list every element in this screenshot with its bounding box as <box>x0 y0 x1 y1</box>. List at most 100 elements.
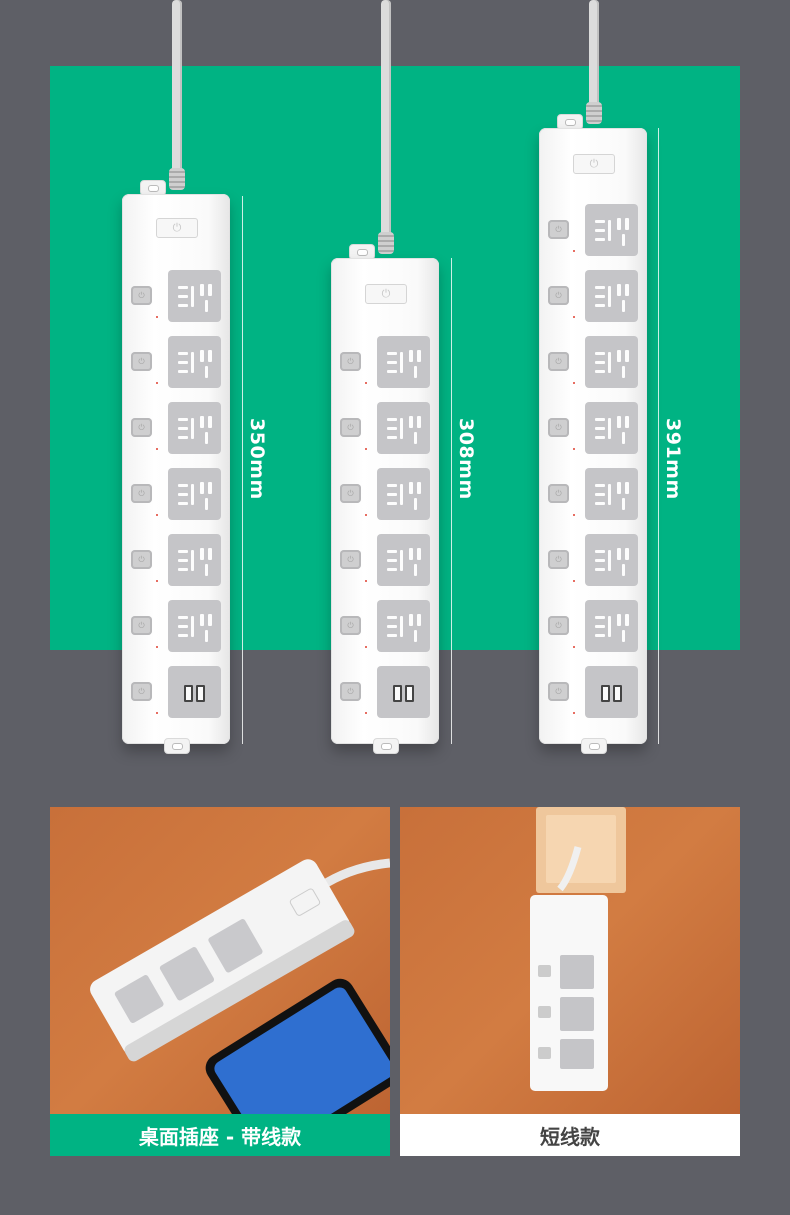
power-cord <box>589 0 599 106</box>
socket-slot <box>208 350 212 362</box>
socket-slot <box>595 568 605 571</box>
socket-slot <box>409 614 413 626</box>
ac-socket <box>168 600 221 652</box>
ac-socket <box>585 270 638 322</box>
ac-socket <box>168 336 221 388</box>
socket-slot <box>387 352 397 355</box>
cord-collar <box>378 232 394 254</box>
hanging-tab-bottom <box>164 738 190 754</box>
socket-slot <box>617 482 621 494</box>
outlet-row: ⏻ <box>539 598 647 654</box>
dimension-line <box>451 258 452 744</box>
socket-slot <box>178 493 188 496</box>
power-icon: ⏻ <box>381 287 391 300</box>
socket-slot <box>387 493 397 496</box>
outlet-row: ⏻ <box>122 532 230 588</box>
socket-slot <box>208 548 212 560</box>
socket-slot <box>178 568 188 571</box>
socket-slot <box>595 304 605 307</box>
socket-slot <box>178 427 188 430</box>
socket-slot <box>409 482 413 494</box>
indicator-led <box>156 580 158 582</box>
master-switch: ⏻ <box>365 284 407 304</box>
socket-slot <box>417 548 421 560</box>
socket-slot <box>622 366 625 378</box>
indicator-led <box>573 712 575 714</box>
power-icon: ⏻ <box>340 484 361 503</box>
ac-socket <box>585 468 638 520</box>
socket-slot <box>595 286 605 289</box>
power-icon: ⏻ <box>548 220 569 239</box>
wall-strip-illustration <box>530 807 626 1091</box>
socket-slot <box>622 432 625 444</box>
master-switch: ⏻ <box>156 218 198 238</box>
socket-slot <box>178 550 188 553</box>
socket-slot <box>622 234 625 246</box>
socket-slot <box>595 238 605 241</box>
indicator-led <box>573 382 575 384</box>
power-icon: ⏻ <box>172 221 182 234</box>
socket-slot <box>200 482 204 494</box>
power-icon: ⏻ <box>548 286 569 305</box>
power-cord <box>172 0 182 172</box>
socket-slot <box>205 630 208 642</box>
socket-slot <box>205 498 208 510</box>
indicator-led <box>573 250 575 252</box>
socket-slot <box>400 616 403 637</box>
socket-slot <box>178 352 188 355</box>
socket-slot <box>400 550 403 571</box>
ac-socket <box>585 600 638 652</box>
power-icon: ⏻ <box>548 616 569 635</box>
ac-socket <box>168 468 221 520</box>
socket-slot <box>387 418 397 421</box>
socket-slot <box>417 350 421 362</box>
socket-slot <box>205 432 208 444</box>
outlet-row: ⏻ <box>331 466 439 522</box>
socket-slot <box>625 482 629 494</box>
socket-slot <box>387 361 397 364</box>
power-icon: ⏻ <box>340 682 361 701</box>
socket-slot <box>208 482 212 494</box>
socket-slot <box>400 352 403 373</box>
socket-slot <box>200 548 204 560</box>
socket-slot <box>595 484 605 487</box>
socket-slot <box>178 304 188 307</box>
indicator-led <box>573 448 575 450</box>
socket-slot <box>595 370 605 373</box>
socket-slot <box>178 484 188 487</box>
socket-slot <box>191 484 194 505</box>
socket-slot <box>178 436 188 439</box>
socket-slot <box>178 295 188 298</box>
power-icon: ⏻ <box>131 484 152 503</box>
indicator-led <box>365 646 367 648</box>
socket-slot <box>200 284 204 296</box>
power-cord <box>381 0 391 236</box>
outlet-row: ⏻ <box>122 268 230 324</box>
socket-slot <box>595 436 605 439</box>
socket-slot <box>625 218 629 230</box>
socket-slot <box>622 564 625 576</box>
outlet-row: ⏻ <box>539 268 647 324</box>
socket-slot <box>617 614 621 626</box>
ac-socket <box>377 534 430 586</box>
socket-slot <box>622 498 625 510</box>
socket-slot <box>191 550 194 571</box>
socket-slot <box>595 625 605 628</box>
socket-slot <box>608 352 611 373</box>
ac-socket <box>377 402 430 454</box>
indicator-led <box>365 382 367 384</box>
outlet-row: ⏻ <box>539 466 647 522</box>
power-icon: ⏻ <box>131 352 152 371</box>
outlet-row: ⏻ <box>331 532 439 588</box>
socket-slot <box>178 625 188 628</box>
indicator-led <box>156 646 158 648</box>
socket-slot <box>387 568 397 571</box>
socket-slot <box>595 493 605 496</box>
socket-slot <box>608 616 611 637</box>
power-icon: ⏻ <box>340 550 361 569</box>
ac-socket <box>168 270 221 322</box>
socket-slot <box>200 350 204 362</box>
socket-slot <box>595 502 605 505</box>
power-icon: ⏻ <box>548 550 569 569</box>
socket-slot <box>205 366 208 378</box>
